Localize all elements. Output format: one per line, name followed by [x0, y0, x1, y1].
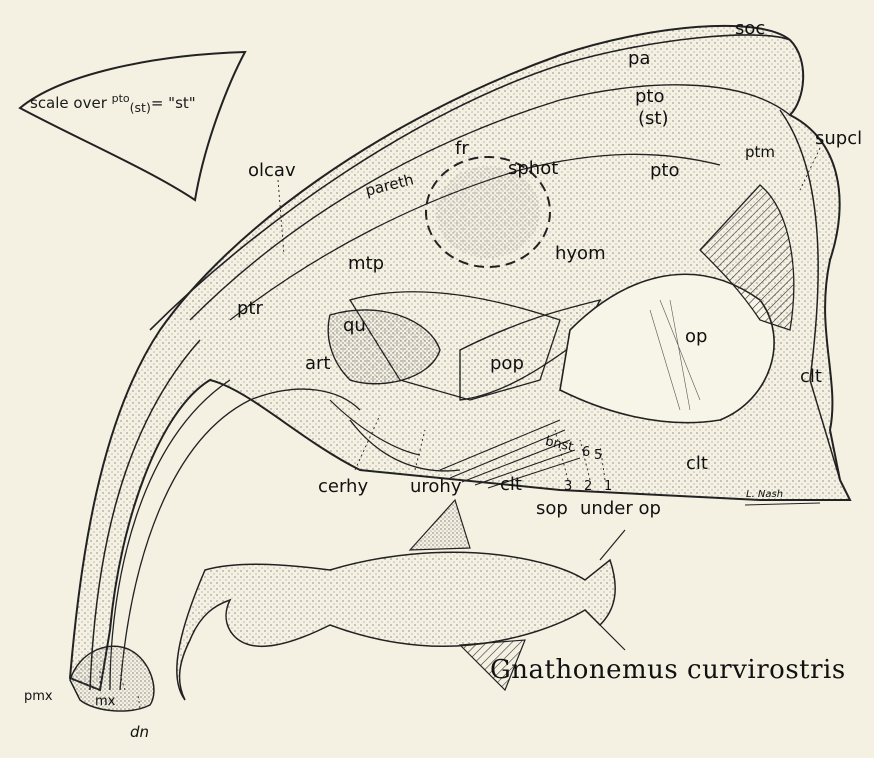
- label-hyom: hyom: [555, 245, 606, 263]
- scale-note-prefix: scale over: [30, 94, 112, 112]
- label-sphot: sphot: [508, 160, 558, 178]
- species-name: Gnathonemus curvirostris: [490, 655, 846, 685]
- label-op: op: [685, 328, 707, 346]
- label-olcav: olcav: [248, 162, 296, 180]
- label-clt-lower: clt: [686, 455, 708, 473]
- label-num-6: 6: [582, 446, 590, 459]
- signature: L. Nash: [746, 490, 783, 500]
- label-qu: qu: [343, 317, 366, 335]
- label-cerhy: cerhy: [318, 478, 368, 496]
- scale-note-sup: pto: [112, 92, 130, 105]
- label-pto-st-2: (st): [638, 110, 668, 128]
- label-art: art: [305, 355, 331, 373]
- scale-note-sub: (st): [130, 100, 151, 115]
- label-under-op: under op: [580, 500, 661, 518]
- scale-note-suffix: = "st": [151, 94, 196, 112]
- label-pto-st-1: pto: [635, 88, 665, 106]
- label-ptr: ptr: [237, 300, 263, 318]
- scale-note: scale over pto(st)= "st": [30, 92, 196, 115]
- label-mx: mx: [95, 695, 115, 708]
- label-fr: fr: [455, 140, 469, 158]
- label-pop: pop: [490, 355, 524, 373]
- label-num-5: 5: [594, 449, 602, 462]
- scale-outline: [20, 52, 245, 200]
- label-pa: pa: [628, 50, 650, 68]
- label-mtp: mtp: [348, 255, 384, 273]
- label-n3: 3: [564, 480, 572, 493]
- label-ptm: ptm: [745, 145, 775, 160]
- label-clt-right: clt: [800, 368, 822, 386]
- label-pto: pto: [650, 162, 680, 180]
- label-n1: 1: [604, 480, 612, 493]
- label-supcl: supcl: [815, 130, 862, 148]
- label-sop: sop: [536, 500, 568, 518]
- label-urohy: urohy: [410, 478, 462, 496]
- label-n2: 2: [584, 480, 592, 493]
- label-pmx: pmx: [24, 690, 53, 703]
- label-dn: dn: [130, 725, 149, 740]
- label-clt-bottom: clt: [500, 476, 522, 494]
- label-soc: soc: [735, 20, 765, 38]
